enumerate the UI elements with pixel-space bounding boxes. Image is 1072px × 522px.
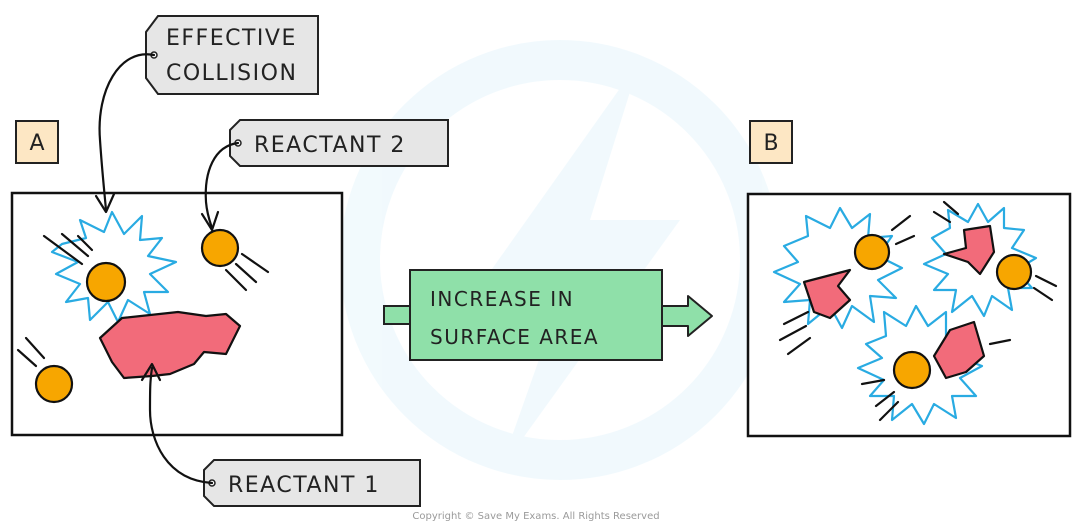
effective-collision-text-1: EFFECTIVE [166, 26, 297, 51]
arrow-caption-line-1: INCREASE IN [430, 287, 574, 311]
panel-b-label-text: B [763, 131, 778, 156]
motion-lines-a2 [224, 252, 270, 292]
reactant-particle [34, 364, 74, 404]
tag-shape [145, 15, 319, 95]
motion-lines-b2 [932, 200, 1058, 302]
collision-burst [772, 206, 904, 330]
reactant-solid-piece [932, 320, 986, 380]
reactant-particle [892, 350, 932, 390]
reactant-particle [995, 253, 1033, 291]
reactant-solid-piece [802, 268, 852, 320]
collision-burst [50, 210, 178, 324]
reactant-particle [853, 233, 891, 271]
reactant-particle [85, 261, 127, 303]
panel-a-label: A [15, 120, 59, 164]
copyright-text: Copyright © Save My Exams. All Rights Re… [412, 511, 659, 522]
reactant-2-particle [200, 228, 240, 268]
effective-collision-callout: EFFECTIVE COLLISION [94, 15, 319, 214]
increase-surface-area-arrow: INCREASE IN SURFACE AREA [383, 269, 713, 361]
reactant-2-callout: REACTANT 2 [200, 119, 449, 232]
reactant-2-text: REACTANT 2 [254, 133, 406, 158]
arrow-caption-line-2: SURFACE AREA [430, 325, 599, 349]
reactant-1-solid [98, 310, 242, 380]
reactant-solid-piece [942, 224, 996, 276]
panel-a-label-text: A [29, 131, 44, 156]
collision-burst [856, 304, 984, 426]
collision-burst [922, 202, 1038, 318]
motion-lines-b3 [860, 338, 1012, 422]
tag-shape [229, 119, 449, 167]
arrow-caption-box [409, 269, 663, 361]
reactant-1-callout: REACTANT 1 [140, 362, 421, 507]
effective-collision-text-2: COLLISION [166, 61, 297, 86]
motion-lines-a3 [16, 336, 46, 368]
panel-b-label: B [749, 120, 793, 164]
motion-lines-a1 [42, 232, 94, 266]
reactant-1-text: REACTANT 1 [228, 473, 380, 498]
motion-lines-b1 [778, 214, 916, 356]
tag-shape [203, 459, 421, 507]
